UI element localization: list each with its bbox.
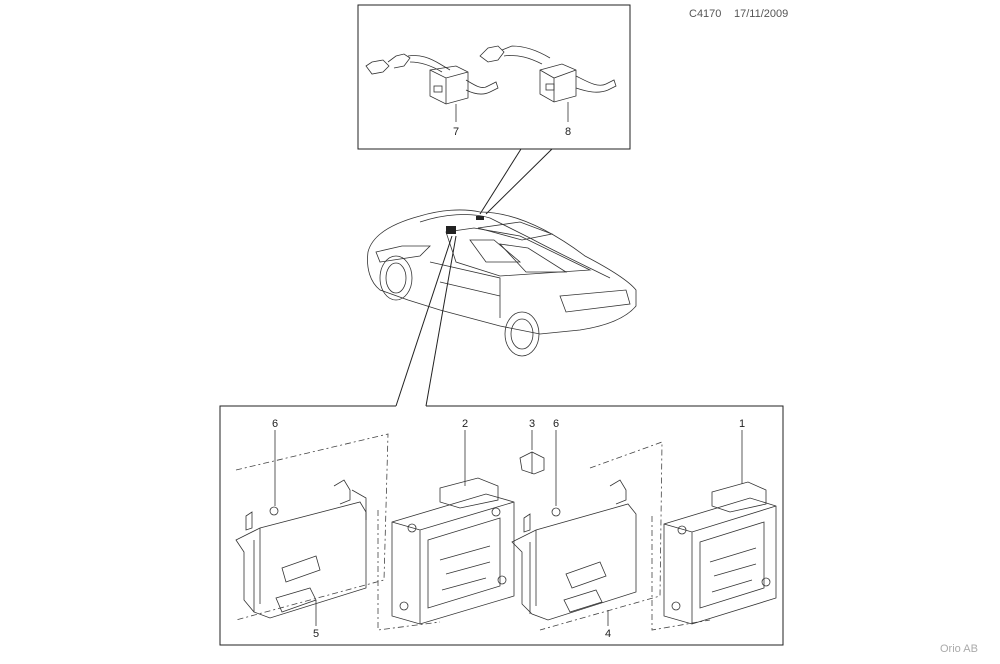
brand-footer: Orio AB — [940, 643, 978, 655]
module-1-illustration — [651, 430, 777, 631]
callout-6-right: 6 — [553, 418, 559, 430]
connector-3-illustration — [519, 430, 545, 475]
bracket-5-illustration — [235, 430, 389, 621]
vehicle-illustration — [367, 209, 637, 357]
callout-7: 7 — [453, 126, 459, 138]
callout-6-left: 6 — [272, 418, 278, 430]
callout-1: 1 — [739, 418, 745, 430]
leader-line — [479, 148, 522, 215]
module-2-illustration — [377, 430, 515, 631]
callout-2: 2 — [462, 418, 468, 430]
harness-8-illustration — [479, 45, 617, 122]
callout-5: 5 — [313, 628, 319, 640]
bracket-4-illustration — [511, 430, 663, 631]
leader-line — [425, 235, 457, 407]
module-inset: 6 2 3 6 1 5 4 — [219, 405, 784, 646]
leader-line — [485, 148, 553, 215]
document-date: 17/11/2009 — [734, 8, 789, 20]
callout-8: 8 — [565, 126, 571, 138]
leader-line — [395, 235, 453, 407]
callout-4: 4 — [605, 628, 611, 640]
document-code: C4170 — [689, 8, 722, 20]
callout-3: 3 — [529, 418, 535, 430]
harness-inset: 7 8 — [357, 4, 631, 150]
harness-7-illustration — [365, 53, 499, 122]
